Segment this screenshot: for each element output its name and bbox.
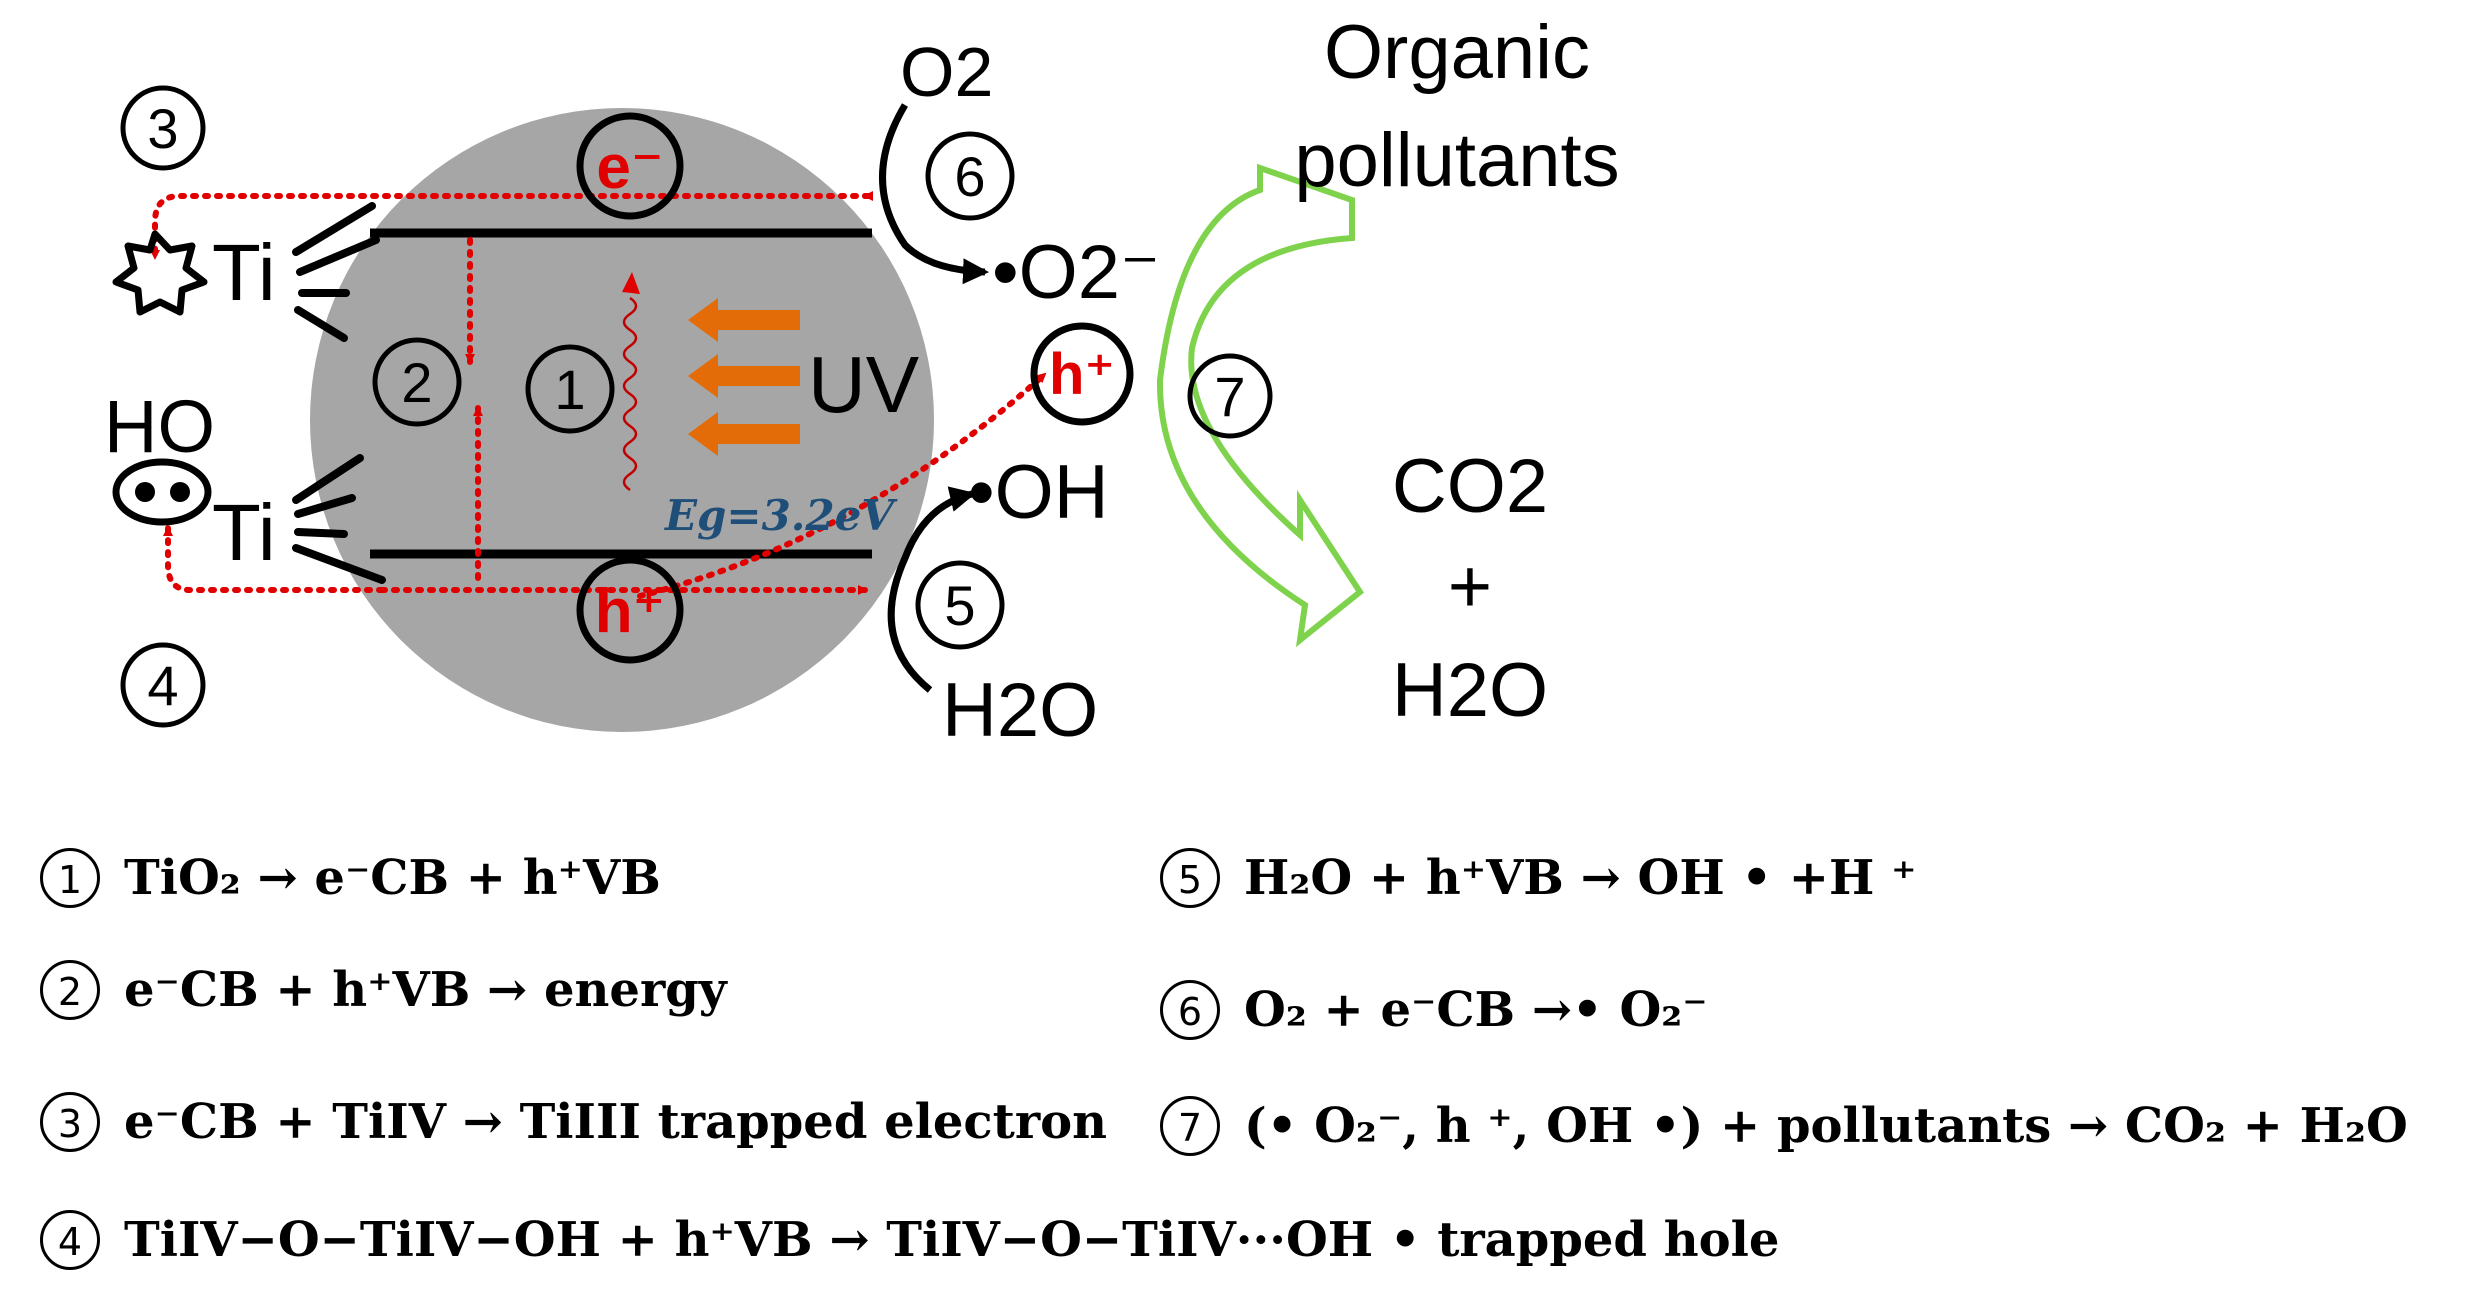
equation-text: O₂ + e⁻CB →• O₂⁻ [1244, 982, 1708, 1038]
water-oxidation-arrow [887, 486, 976, 693]
equation-text: TiIV−O−TiIV−OH + h⁺VB → TiIV−O−TiIV···OH… [124, 1212, 1780, 1268]
oh-radical-label: •OH [968, 450, 1109, 535]
equation-number: 5 [1160, 848, 1220, 908]
equation-number: 3 [40, 1092, 100, 1152]
step-number-2: 2 [401, 351, 432, 414]
equation-number: 2 [40, 960, 100, 1020]
step-number-3: 3 [147, 97, 178, 160]
hole-circle [576, 556, 684, 664]
free-hole-label: h⁺ [1049, 342, 1115, 407]
dot-icon [135, 482, 155, 502]
free-hole-circle [1030, 322, 1134, 426]
step-number-6: 6 [954, 145, 985, 208]
band-gap-label: Eg=3.2eV [664, 491, 898, 540]
emission-arrowhead [622, 272, 640, 294]
equation-number: 6 [1160, 980, 1220, 1040]
o2-label: O2 [900, 33, 993, 111]
equation-6: 6 O₂ + e⁻CB →• O₂⁻ [1160, 980, 1708, 1040]
o2-reduction-arrow [879, 103, 989, 285]
equation-4: 4 TiIV−O−TiIV−OH + h⁺VB → TiIV−O−TiIV···O… [40, 1210, 1779, 1270]
trap-star-icon [112, 230, 208, 316]
h2o-right-label: H2O [1392, 648, 1548, 733]
organic-label-line1: Organic [1324, 10, 1590, 95]
ti-top-bonds [292, 202, 380, 342]
o2-radical-label: •O2⁻ [992, 230, 1160, 315]
dot-icon [170, 482, 190, 502]
equation-number: 7 [1160, 1096, 1220, 1156]
h2o-left-label: H2O [942, 668, 1098, 753]
step-badges [120, 85, 1273, 728]
step-number-1: 1 [554, 358, 585, 421]
equation-text: (• O₂⁻, h ⁺, OH •) + pollutants → CO₂ + … [1244, 1098, 2408, 1154]
equation-7: 7 (• O₂⁻, h ⁺, OH •) + pollutants → CO₂ +… [1160, 1096, 2408, 1156]
ho-label: HO [104, 385, 215, 468]
equation-2: 2 e⁻CB + h⁺VB → energy [40, 960, 727, 1020]
equation-1: 1 TiO₂ → e⁻CB + h⁺VB [40, 848, 661, 908]
equation-5: 5 H₂O + h⁺VB → OH • +H ⁺ [1160, 848, 1916, 908]
step-number-5: 5 [944, 574, 975, 637]
uv-arrows [688, 298, 800, 456]
equation-text: e⁻CB + TiIV → TiIII trapped electron [124, 1094, 1108, 1150]
step-number-4: 4 [147, 654, 178, 717]
ti-bottom-label: Ti [212, 488, 276, 577]
equation-text: TiO₂ → e⁻CB + h⁺VB [124, 850, 661, 906]
hole-label: h⁺ [595, 577, 666, 646]
electron-label: e⁻ [596, 133, 663, 202]
step-number-7: 7 [1214, 365, 1245, 428]
electron-circle [576, 112, 684, 220]
equation-text: e⁻CB + h⁺VB → energy [124, 962, 727, 1018]
plus-label: + [1448, 544, 1492, 629]
emission-wave-icon [622, 296, 638, 492]
equation-text: H₂O + h⁺VB → OH • +H ⁺ [1244, 850, 1917, 906]
uv-label: UV [808, 340, 920, 429]
equation-number: 4 [40, 1210, 100, 1270]
co2-label: CO2 [1392, 444, 1548, 529]
equation-3: 3 e⁻CB + TiIV → TiIII trapped electron [40, 1092, 1107, 1152]
green-degradation-arrow [1156, 163, 1365, 648]
organic-label-line2: pollutants [1294, 118, 1619, 203]
red-dotted-paths [150, 191, 1048, 599]
hydroxyl-oval [112, 458, 212, 526]
ti-top-label: Ti [212, 228, 276, 317]
ti-bottom-bonds [292, 454, 386, 584]
tio2-particle [310, 108, 934, 732]
equation-number: 1 [40, 848, 100, 908]
